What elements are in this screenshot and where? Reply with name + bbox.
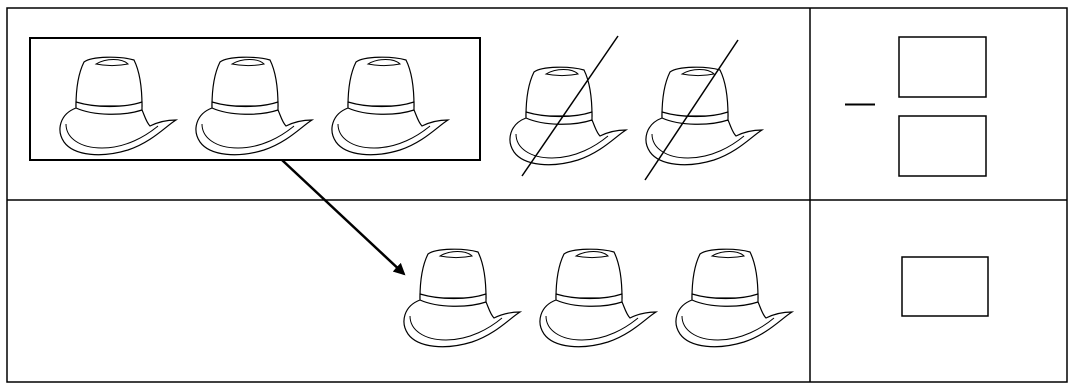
cowboy-hat-icon xyxy=(675,248,793,348)
answer-box[interactable] xyxy=(898,36,987,98)
answer-box[interactable] xyxy=(898,115,987,177)
cross-out-line xyxy=(521,35,619,177)
cross-out-line xyxy=(644,39,739,181)
table-grid xyxy=(6,7,1068,383)
cowboy-hat-icon xyxy=(645,66,763,166)
cowboy-hat-icon xyxy=(539,248,657,348)
crossed-out-hat xyxy=(509,35,627,177)
top-row: — xyxy=(29,35,987,181)
cowboy-hat-icon xyxy=(59,56,177,156)
minus-sign: — xyxy=(845,86,875,119)
answer-box[interactable] xyxy=(901,256,989,317)
cowboy-hat-icon xyxy=(331,56,449,156)
cowboy-hat-icon xyxy=(403,248,521,348)
bottom-row xyxy=(403,248,989,348)
group-box xyxy=(29,37,481,161)
cowboy-hat-icon xyxy=(195,56,313,156)
arrow xyxy=(281,159,406,276)
crossed-out-hat xyxy=(644,39,763,181)
cowboy-hat-icon xyxy=(509,66,627,166)
